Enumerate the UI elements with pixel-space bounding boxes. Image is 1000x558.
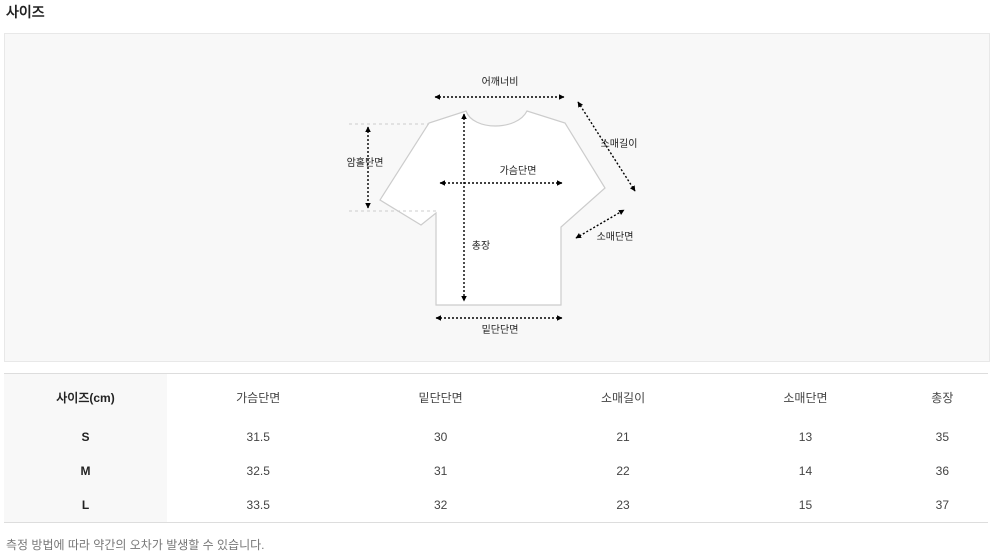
table-cell: 14 [798, 464, 813, 478]
table-cell: 31 [433, 464, 448, 478]
table-cell: 36 [935, 464, 950, 478]
table-cell: 30 [433, 430, 448, 444]
label-sleeve-length: 소매길이 [600, 139, 638, 150]
label-armhole: 암홀단면 [346, 158, 384, 169]
table-header-cell: 소매단면 [783, 390, 828, 405]
table-cell: 33.5 [246, 498, 270, 512]
label-hem: 밑단단면 [481, 325, 519, 336]
table-cell: 32 [433, 498, 448, 512]
tshirt-outline [379, 110, 606, 306]
table-row: L 33.5 32 23 15 37 [4, 488, 988, 523]
table-cell: 31.5 [246, 430, 270, 444]
table-header-cell: 총장 [931, 390, 954, 405]
table-row: M 32.5 31 22 14 36 [4, 454, 988, 488]
table-header-cell: 사이즈(cm) [4, 373, 167, 420]
table-cell: 23 [616, 498, 630, 512]
table-cell: 15 [798, 498, 813, 512]
table-row: S 31.5 30 21 13 35 [4, 420, 988, 454]
page-title: 사이즈 [6, 4, 45, 20]
table-cell: 37 [935, 498, 950, 512]
table-cell: 21 [616, 430, 630, 444]
table-header-row: 사이즈(cm) 가슴단면 밑단단면 소매길이 소매단면 총장 [4, 373, 988, 420]
table-header-cell: 밑단단면 [418, 390, 463, 405]
table-cell: 13 [798, 430, 813, 444]
label-shoulder: 어깨너비 [481, 77, 519, 88]
label-chest: 가슴단면 [499, 166, 537, 177]
size-label-cell: L [4, 488, 167, 523]
label-sleeve-width: 소매단면 [596, 232, 634, 243]
table-cell: 22 [616, 464, 630, 478]
table-cell: 32.5 [246, 464, 270, 478]
measurement-note: 측정 방법에 따라 약간의 오차가 발생할 수 있습니다. [6, 538, 265, 552]
sleeve-width-arrow [575, 209, 625, 239]
table-header-cell: 가슴단면 [236, 390, 281, 405]
tshirt-diagram-svg [349, 94, 636, 321]
sleeve-length-arrow [577, 101, 636, 192]
size-label-cell: M [4, 454, 167, 488]
size-diagram: 어깨너비 소매길이 암홀단면 가슴단면 소매단면 총장 밑단단면 [4, 33, 990, 362]
table-header-cell: 소매길이 [600, 390, 646, 405]
size-label-cell: S [4, 420, 167, 454]
size-table: 사이즈(cm) 가슴단면 밑단단면 소매길이 소매단면 총장 S 31.5 30… [4, 373, 988, 523]
label-total-length: 총장 [471, 241, 491, 252]
table-cell: 35 [935, 430, 950, 444]
